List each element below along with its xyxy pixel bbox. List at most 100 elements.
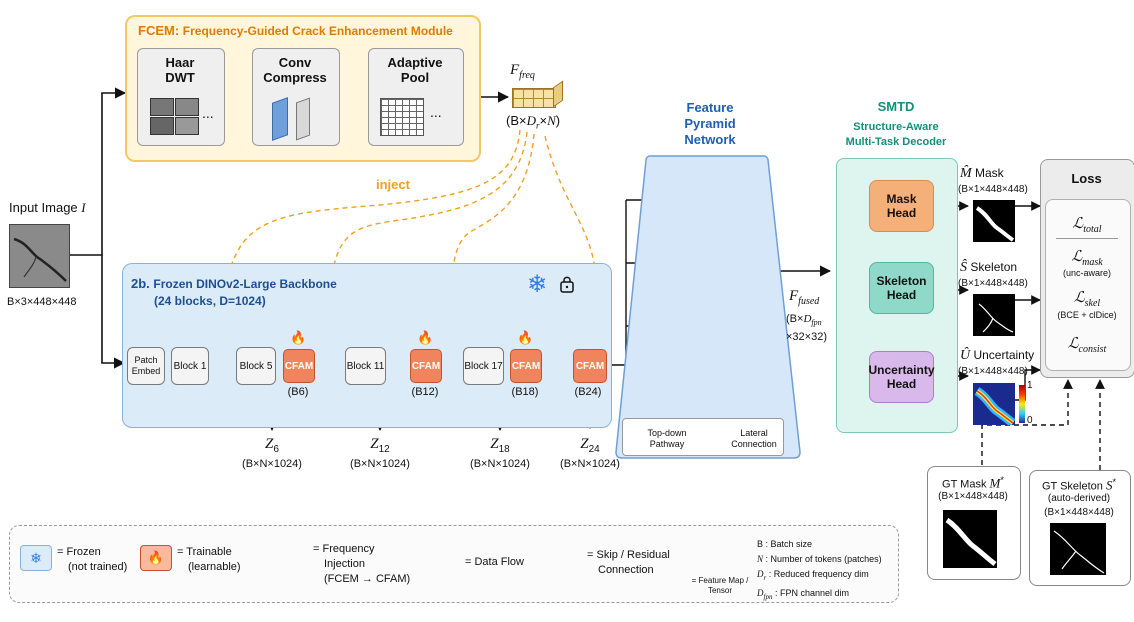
fpn-legend-top-down: Top-down Pathway <box>647 428 687 449</box>
loss-skel: ℒskel <box>1073 290 1101 309</box>
legend-frequency-injection: = Frequency Injection (FCEM → CFAM) <box>313 543 411 585</box>
fcem-title: FCEM: Frequency-Guided Crack Enhancement… <box>138 23 453 38</box>
dwt-subband-hl <box>150 117 174 135</box>
loss-mask-note: (unc-aware) <box>1062 268 1111 278</box>
gt-mask-shape: (B×1×448×448) <box>938 491 1008 502</box>
cfam-tag-b24: (B24) <box>574 386 602 398</box>
cfam-tag-b6: (B6) <box>287 386 309 398</box>
mask-output-shape: (B×1×448×448) <box>958 184 1028 195</box>
legend-feature-map: = Feature Map / Tensor <box>691 576 749 595</box>
z6-label: Z6 <box>265 436 279 455</box>
input-split-arrows <box>68 87 127 369</box>
smtd-title: SMTD <box>877 99 915 114</box>
z24-shape: (B×N×1024) <box>560 458 620 470</box>
haar-dwt-label: Haar DWT <box>165 55 195 85</box>
loss-consist: ℒconsist <box>1067 336 1107 355</box>
fpn-legend <box>622 418 784 456</box>
block-11: Block 11 <box>345 347 386 385</box>
input-shape: B×3×448×448 <box>7 296 77 308</box>
uncertainty-output-image <box>973 383 1015 425</box>
dwt-subband-lh <box>175 98 199 116</box>
z24-label: Z24 <box>580 436 600 455</box>
inject-label: inject <box>376 177 410 192</box>
cfam-tag-b18: (B18) <box>511 386 539 398</box>
pool-ellipsis: ... <box>430 104 442 120</box>
backbone-module <box>122 263 612 428</box>
backbone-title: 2b. Frozen DINOv2-Large Backbone <box>131 276 337 291</box>
cfam-tag-b12: (B12) <box>411 386 439 398</box>
colorbar-max: 1 <box>1027 380 1033 391</box>
f-fused-label: Ffused <box>789 288 820 307</box>
fire-icon: 🔥 <box>140 545 172 571</box>
smtd-subtitle: Structure-Aware Multi-Task Decoder <box>845 121 947 148</box>
gt-skeleton-shape: (B×1×448×448) <box>1044 507 1114 518</box>
skeleton-output-shape: (B×1×448×448) <box>958 278 1028 289</box>
f-freq-label: Ffreq <box>510 62 535 81</box>
skeleton-output-image <box>973 294 1015 336</box>
backbone-subtitle: (24 blocks, D=1024) <box>154 294 266 308</box>
legend-skip: = Skip / Residual Connection <box>587 549 670 576</box>
loss-terms-panel <box>1045 199 1131 371</box>
loss-divider <box>1056 238 1118 239</box>
input-crack-pattern <box>13 237 67 282</box>
legend-def-dr: Dr : Reduced frequency dim <box>757 569 869 582</box>
input-image-label: Input Image I <box>9 200 86 215</box>
skeleton-output-label: Ŝ Skeleton <box>960 260 1018 275</box>
snowflake-icon: ❄ <box>20 545 52 571</box>
uncertainty-colorbar <box>1019 385 1025 423</box>
haar-ellipsis: ... <box>202 105 214 121</box>
z12-label: Z12 <box>370 436 390 455</box>
gt-skeleton-label: GT Skeleton S* <box>1041 477 1117 493</box>
mask-output-label: M̂ Mask <box>960 166 1004 181</box>
legend-trainable: = Trainable (learnable) <box>177 546 241 573</box>
fpn-title: Feature Pyramid Network <box>684 100 736 147</box>
conv-compress-label: Conv Compress <box>263 55 327 85</box>
cfam-b18: CFAM <box>510 349 542 383</box>
block-1: Block 1 <box>171 347 209 385</box>
gt-to-loss <box>981 379 1105 470</box>
z18-shape: (B×N×1024) <box>470 458 530 470</box>
gt-skeleton-extra: (auto-derived) <box>1047 493 1111 504</box>
gt-skeleton-image <box>1050 523 1106 575</box>
f-freq-tensor <box>512 88 556 108</box>
fpn-legend-lateral: Lateral Connection <box>731 428 777 449</box>
fire-icon: 🔥 <box>517 330 534 345</box>
gt-mask-image <box>943 510 997 568</box>
loss-total: ℒtotal <box>1072 216 1102 235</box>
loss-title: Loss <box>1071 171 1102 186</box>
uncertainty-output-shape: (B×1×448×448) <box>958 366 1028 377</box>
z6-shape: (B×N×1024) <box>242 458 302 470</box>
adaptive-pool-label: Adaptive Pool <box>387 55 443 85</box>
legend-def-n: N : Number of tokens (patches) <box>757 554 882 564</box>
fire-icon: 🔥 <box>417 330 434 345</box>
fpn-module <box>615 155 801 459</box>
fire-icon: 🔥 <box>290 330 307 345</box>
snowflake-icon: ❄ <box>527 271 548 298</box>
z18-label: Z18 <box>490 436 510 455</box>
block-5: Block 5 <box>236 347 276 385</box>
dwt-subband-hh <box>175 117 199 135</box>
f-fused-shape: (B×Dfpn×32×32) <box>786 313 827 344</box>
uncertainty-output-label: Û Uncertainty <box>960 348 1035 363</box>
input-image <box>9 224 70 288</box>
loss-skel-note: (BCE + clDice) <box>1057 310 1117 320</box>
legend-frozen: = Frozen (not trained) <box>57 546 128 573</box>
cfam-b24: CFAM <box>573 349 607 383</box>
colorbar-min: 0 <box>1027 415 1033 426</box>
f-freq-shape: (B×Dr×N) <box>506 113 561 131</box>
legend-def-dfpn: Dfpn : FPN channel dim <box>757 587 849 601</box>
pool-grid <box>380 98 424 136</box>
legend-def-b: B : Batch size <box>757 539 813 549</box>
cfam-b12: CFAM <box>410 349 442 383</box>
loss-mask: ℒmask <box>1071 249 1103 268</box>
conv-kernel-back <box>296 97 310 141</box>
legend-data-flow: = Data Flow <box>465 556 524 568</box>
mask-output-image <box>973 200 1015 242</box>
legend-definitions: B : Batch size N : Number of tokens (pat… <box>757 537 882 605</box>
cfam-b6: CFAM <box>283 349 315 383</box>
block-17: Block 17 <box>463 347 504 385</box>
